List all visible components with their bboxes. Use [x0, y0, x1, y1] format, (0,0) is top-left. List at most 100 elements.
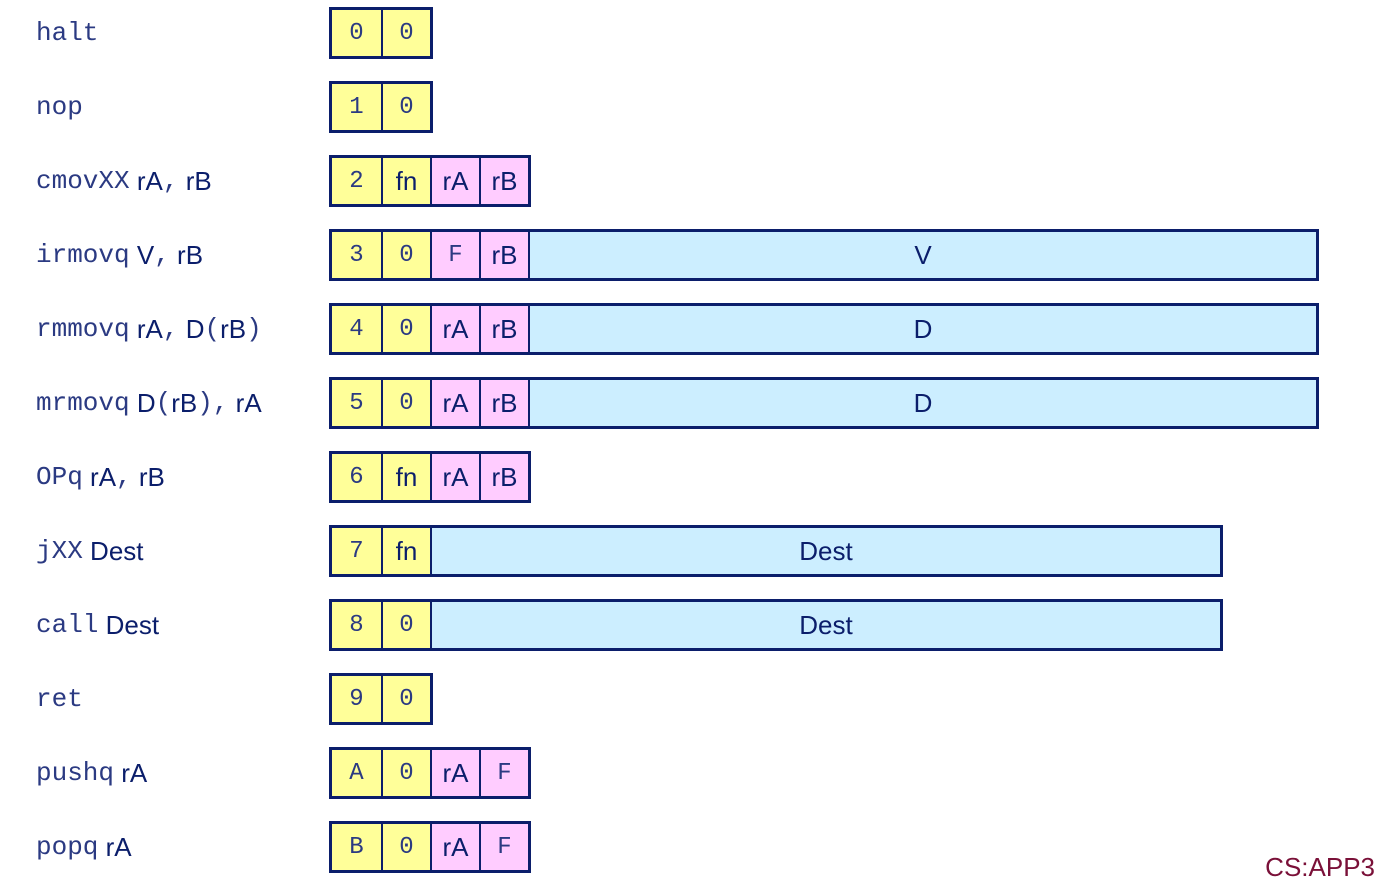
label-part: D [129, 387, 156, 418]
opcode-nibble: 6 [332, 454, 381, 500]
instruction-label: rmmovq rA, D(rB) [36, 302, 262, 356]
register-nibble: rB [479, 158, 528, 204]
opcode-nibble: 0 [381, 232, 430, 278]
opcode-nibble: 5 [332, 380, 381, 426]
opcode-nibble: 0 [381, 84, 430, 130]
instruction-label: ret [36, 672, 83, 726]
opcode-nibble: 0 [332, 10, 381, 56]
constant-field: Dest [430, 528, 1220, 574]
instruction-label: jXX Dest [36, 524, 144, 578]
opcode-nibble: fn [381, 158, 430, 204]
instruction-label: cmovXX rA, rB [36, 154, 212, 208]
label-part: rA [82, 461, 117, 492]
label-part: rA [228, 387, 262, 418]
instruction-label: OPq rA, rB [36, 450, 165, 504]
opcode-nibble: 0 [381, 602, 430, 648]
label-part: rB [171, 387, 198, 418]
label-part: Dest [98, 609, 160, 640]
register-nibble: rB [479, 306, 528, 352]
opcode-nibble: 9 [332, 676, 381, 722]
label-part: halt [36, 18, 99, 48]
opcode-nibble: 7 [332, 528, 381, 574]
label-part: pushq [36, 758, 115, 788]
label-part: jXX [36, 536, 83, 566]
register-nibble: rA [430, 158, 479, 204]
label-part: OPq [36, 462, 83, 492]
label-part: , [154, 240, 170, 270]
opcode-nibble: fn [381, 454, 430, 500]
opcode-nibble: 4 [332, 306, 381, 352]
opcode-nibble: B [332, 824, 381, 870]
label-part: rmmovq [36, 314, 130, 344]
opcode-nibble: 0 [381, 10, 430, 56]
label-part: popq [36, 832, 99, 862]
footer-label: CS:APP3 [1265, 852, 1375, 882]
register-nibble: rB [479, 380, 528, 426]
opcode-nibble: 0 [381, 824, 430, 870]
label-part: rA [129, 313, 163, 344]
register-nibble: F [479, 750, 528, 796]
instruction-label: halt [36, 6, 98, 60]
label-part: ret [36, 684, 83, 714]
register-nibble: F [479, 824, 528, 870]
register-nibble: rB [479, 232, 528, 278]
label-part: V [129, 239, 155, 270]
register-nibble: rB [479, 454, 528, 500]
instruction-label: mrmovq D(rB), rA [36, 376, 262, 430]
register-nibble: rA [430, 454, 479, 500]
constant-field: V [528, 232, 1316, 278]
label-part: rB [169, 239, 204, 270]
opcode-nibble: 2 [332, 158, 381, 204]
opcode-nibble: 1 [332, 84, 381, 130]
label-part: , [116, 462, 132, 492]
label-part: , [162, 166, 179, 196]
register-nibble: rA [430, 824, 479, 870]
instruction-label: popq rA [36, 820, 132, 874]
label-part: irmovq [36, 240, 130, 270]
label-part: rA [129, 165, 163, 196]
label-part: rA [114, 757, 148, 788]
label-part: call [36, 610, 99, 640]
constant-field: D [528, 306, 1316, 352]
constant-field: Dest [430, 602, 1220, 648]
opcode-nibble: fn [381, 528, 430, 574]
instruction-label: pushq rA [36, 746, 147, 800]
label-part: ( [155, 388, 172, 418]
opcode-nibble: 0 [381, 750, 430, 796]
instruction-label: irmovq V, rB [36, 228, 203, 282]
opcode-nibble: 8 [332, 602, 381, 648]
label-part: rB [220, 313, 247, 344]
register-nibble: F [430, 232, 479, 278]
opcode-nibble: 3 [332, 232, 381, 278]
label-part: , [162, 314, 179, 344]
register-nibble: rA [430, 380, 479, 426]
label-part: Dest [82, 535, 144, 566]
label-part: ), [197, 388, 229, 418]
label-part: rB [178, 165, 212, 196]
opcode-nibble: A [332, 750, 381, 796]
instruction-label: nop [36, 80, 83, 134]
label-part: rB [131, 461, 165, 492]
label-part: rA [98, 831, 132, 862]
opcode-nibble: 0 [381, 676, 430, 722]
